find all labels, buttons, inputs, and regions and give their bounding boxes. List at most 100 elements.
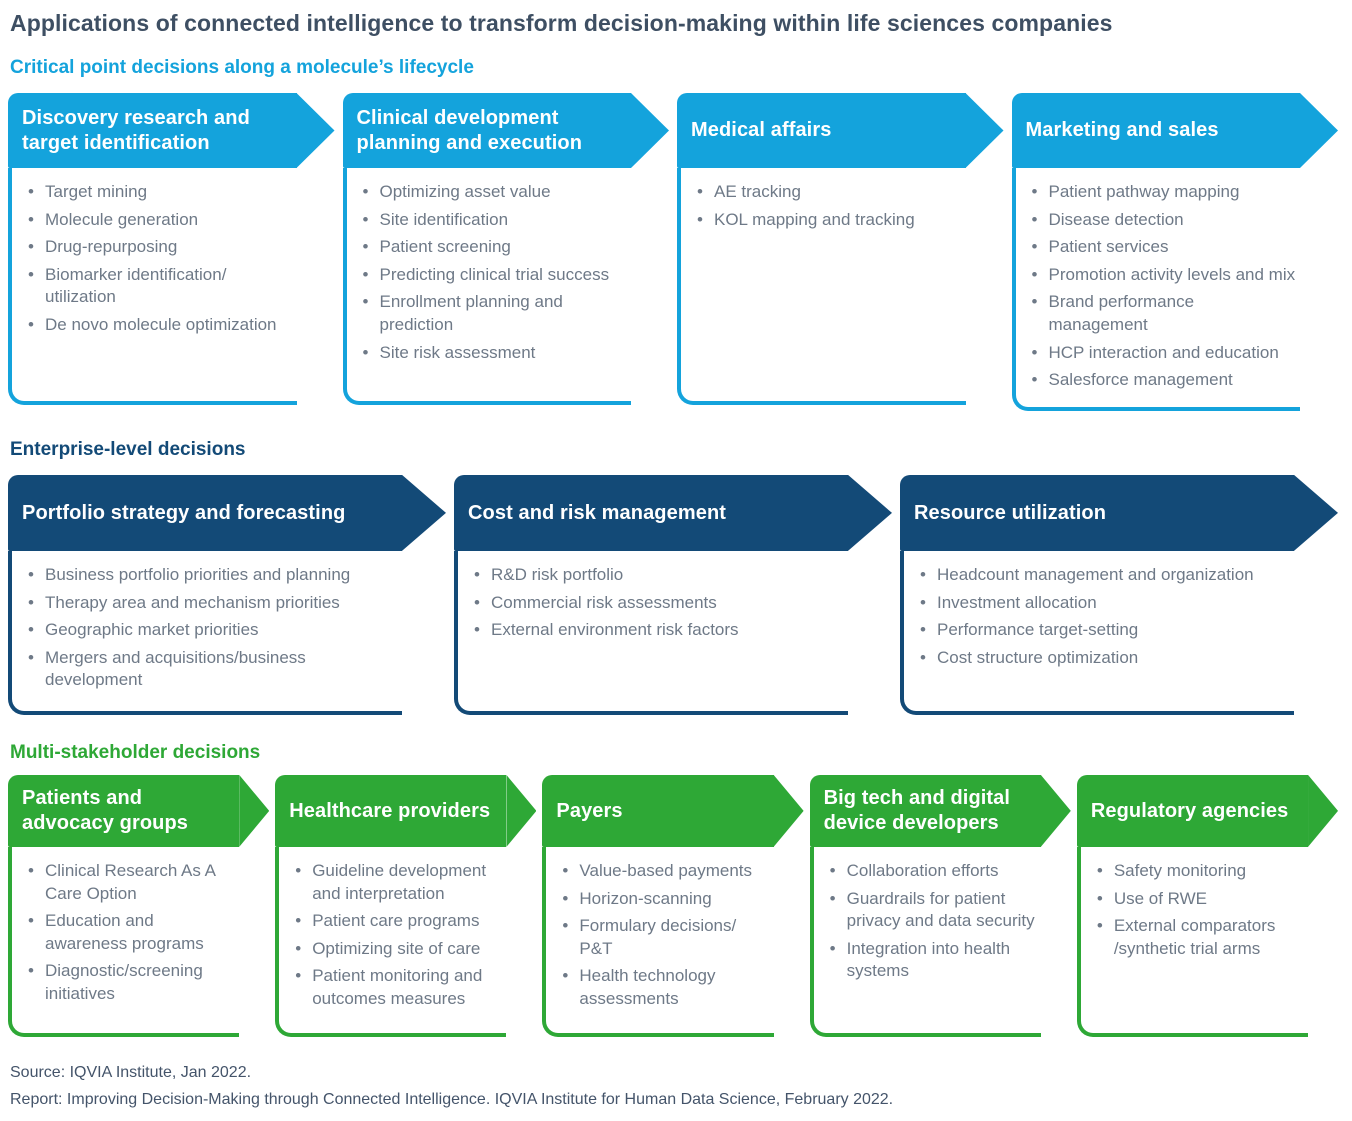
list-item: Health technology assessments	[558, 965, 769, 1010]
list-item: Patient screening	[359, 236, 628, 259]
footer: Source: IQVIA Institute, Jan 2022. Repor…	[10, 1059, 1344, 1113]
list-item: Cost structure optimization	[916, 647, 1290, 670]
arrow-header-label: Healthcare providers	[289, 799, 491, 822]
section-boxes: Patients and advocacy groups Clinical Re…	[8, 774, 1344, 1037]
list-item: Guardrails for patient privacy and data …	[826, 888, 1037, 933]
list-item: Guideline development and interpretation	[291, 860, 502, 905]
list-item: Enrollment planning and prediction	[359, 291, 628, 336]
sections-container: Critical point decisions along a molecul…	[8, 55, 1344, 1037]
arrow-header-label: Patients and advocacy groups	[22, 787, 189, 834]
list-item: Therapy area and mechanism priorities	[24, 592, 398, 615]
decision-box: Cost and risk management R&D risk portfo…	[454, 474, 892, 715]
arrow-header-label: Discovery research and target identifica…	[22, 106, 250, 154]
list-item: Optimizing asset value	[359, 181, 628, 204]
list-item: Brand performance management	[1028, 291, 1297, 336]
arrow-header: Payers	[542, 774, 804, 847]
list-item: Predicting clinical trial success	[359, 264, 628, 287]
arrow-header-label: Clinical development planning and execut…	[356, 106, 583, 154]
arrow-header: Discovery research and target identifica…	[8, 93, 335, 169]
list-item: Commercial risk assessments	[470, 592, 844, 615]
list-item: Business portfolio priorities and planni…	[24, 564, 398, 587]
arrow-tip-icon	[773, 774, 804, 847]
list-item: Integration into health systems	[826, 938, 1037, 983]
arrow-header-label: Payers	[556, 799, 623, 822]
list-item: External comparators /synthetic trial ar…	[1093, 915, 1304, 960]
page-title: Applications of connected intelligence t…	[10, 10, 1113, 36]
decision-box: Clinical development planning and execut…	[342, 93, 669, 411]
arrow-header-label: Big tech and digital device developers	[823, 787, 1011, 834]
decision-section: Enterprise-level decisions Portfolio str…	[8, 437, 1344, 715]
section-label: Multi-stakeholder decisions	[10, 741, 261, 763]
list-item: Optimizing site of care	[291, 938, 502, 961]
list-item: Investment allocation	[916, 592, 1290, 615]
decision-box: Discovery research and target identifica…	[8, 93, 335, 411]
decision-box: Payers Value-based paymentsHorizon-scann…	[542, 774, 804, 1037]
arrow-tip-icon	[1308, 774, 1339, 847]
arrow-tip-icon	[506, 774, 537, 847]
section-label: Enterprise-level decisions	[10, 438, 246, 460]
items-list: Optimizing asset valueSite identificatio…	[342, 168, 631, 406]
arrow-header: Clinical development planning and execut…	[342, 93, 669, 169]
list-item: External environment risk factors	[470, 619, 844, 642]
arrow-header: Medical affairs	[677, 93, 1004, 169]
list-item: Formulary decisions/ P&T	[558, 915, 769, 960]
list-item: Site risk assessment	[359, 342, 628, 365]
source-line: Source: IQVIA Institute, Jan 2022.	[10, 1063, 252, 1081]
list-item: Patient monitoring and outcomes measures	[291, 965, 502, 1010]
decision-box: Medical affairs AE trackingKOL mapping a…	[677, 93, 1004, 411]
arrow-header-label: Portfolio strategy and forecasting	[22, 501, 346, 524]
list-item: Headcount management and organization	[916, 564, 1290, 587]
list-item: Use of RWE	[1093, 888, 1304, 911]
arrow-tip-icon	[965, 93, 1004, 169]
items-list: Value-based paymentsHorizon-scanningForm…	[542, 846, 774, 1037]
arrow-header: Resource utilization	[900, 474, 1338, 551]
decision-box: Marketing and sales Patient pathway mapp…	[1011, 93, 1338, 411]
arrow-header: Marketing and sales	[1011, 93, 1338, 169]
list-item: R&D risk portfolio	[470, 564, 844, 587]
list-item: KOL mapping and tracking	[693, 209, 962, 232]
list-item: Safety monitoring	[1093, 860, 1304, 883]
list-item: Mergers and acquisitions/business develo…	[24, 647, 398, 692]
items-list: Collaboration effortsGuardrails for pati…	[809, 846, 1041, 1037]
list-item: Site identification	[359, 209, 628, 232]
list-item: Molecule generation	[24, 209, 293, 232]
items-list: Clinical Research As A Care OptionEducat…	[8, 846, 240, 1037]
decision-section: Critical point decisions along a molecul…	[8, 55, 1344, 411]
list-item: Horizon-scanning	[558, 888, 769, 911]
arrow-header: Regulatory agencies	[1076, 774, 1339, 847]
list-item: AE tracking	[693, 181, 962, 204]
items-list: AE trackingKOL mapping and tracking	[677, 168, 966, 406]
decision-box: Portfolio strategy and forecasting Busin…	[8, 474, 446, 715]
list-item: Geographic market priorities	[24, 619, 398, 642]
list-item: Diagnostic/screening initiatives	[24, 960, 235, 1005]
decision-box: Healthcare providers Guideline developme…	[275, 774, 537, 1037]
items-list: Headcount management and organizationInv…	[900, 550, 1294, 715]
list-item: Patient care programs	[291, 910, 502, 933]
list-item: Biomarker identification/ utilization	[24, 264, 293, 309]
arrow-header: Cost and risk management	[454, 474, 892, 551]
items-list: Guideline development and interpretation…	[275, 846, 507, 1037]
list-item: Patient pathway mapping	[1028, 181, 1297, 204]
arrow-header-label: Resource utilization	[914, 501, 1107, 524]
arrow-header: Portfolio strategy and forecasting	[8, 474, 446, 551]
list-item: Education and awareness programs	[24, 910, 235, 955]
decision-section: Multi-stakeholder decisions Patients and…	[8, 740, 1344, 1037]
arrow-tip-icon	[296, 93, 335, 169]
list-item: Disease detection	[1028, 209, 1297, 232]
list-item: HCP interaction and education	[1028, 342, 1297, 365]
decision-box: Big tech and digital device developers C…	[809, 774, 1071, 1037]
items-list: Target miningMolecule generationDrug-rep…	[8, 168, 297, 406]
list-item: Clinical Research As A Care Option	[24, 860, 235, 905]
arrow-header-label: Medical affairs	[691, 119, 832, 142]
list-item: Drug-repurposing	[24, 236, 293, 259]
arrow-tip-icon	[631, 93, 669, 169]
decision-box: Regulatory agencies Safety monitoringUse…	[1076, 774, 1339, 1037]
list-item: Promotion activity levels and mix	[1028, 264, 1297, 287]
section-label: Critical point decisions along a molecul…	[10, 57, 474, 79]
arrow-header-label: Marketing and sales	[1025, 119, 1219, 142]
list-item: Salesforce management	[1028, 369, 1297, 392]
report-line: Report: Improving Decision-Making throug…	[10, 1090, 894, 1108]
arrow-header-label: Cost and risk management	[468, 501, 727, 524]
arrow-tip-icon	[402, 474, 446, 551]
